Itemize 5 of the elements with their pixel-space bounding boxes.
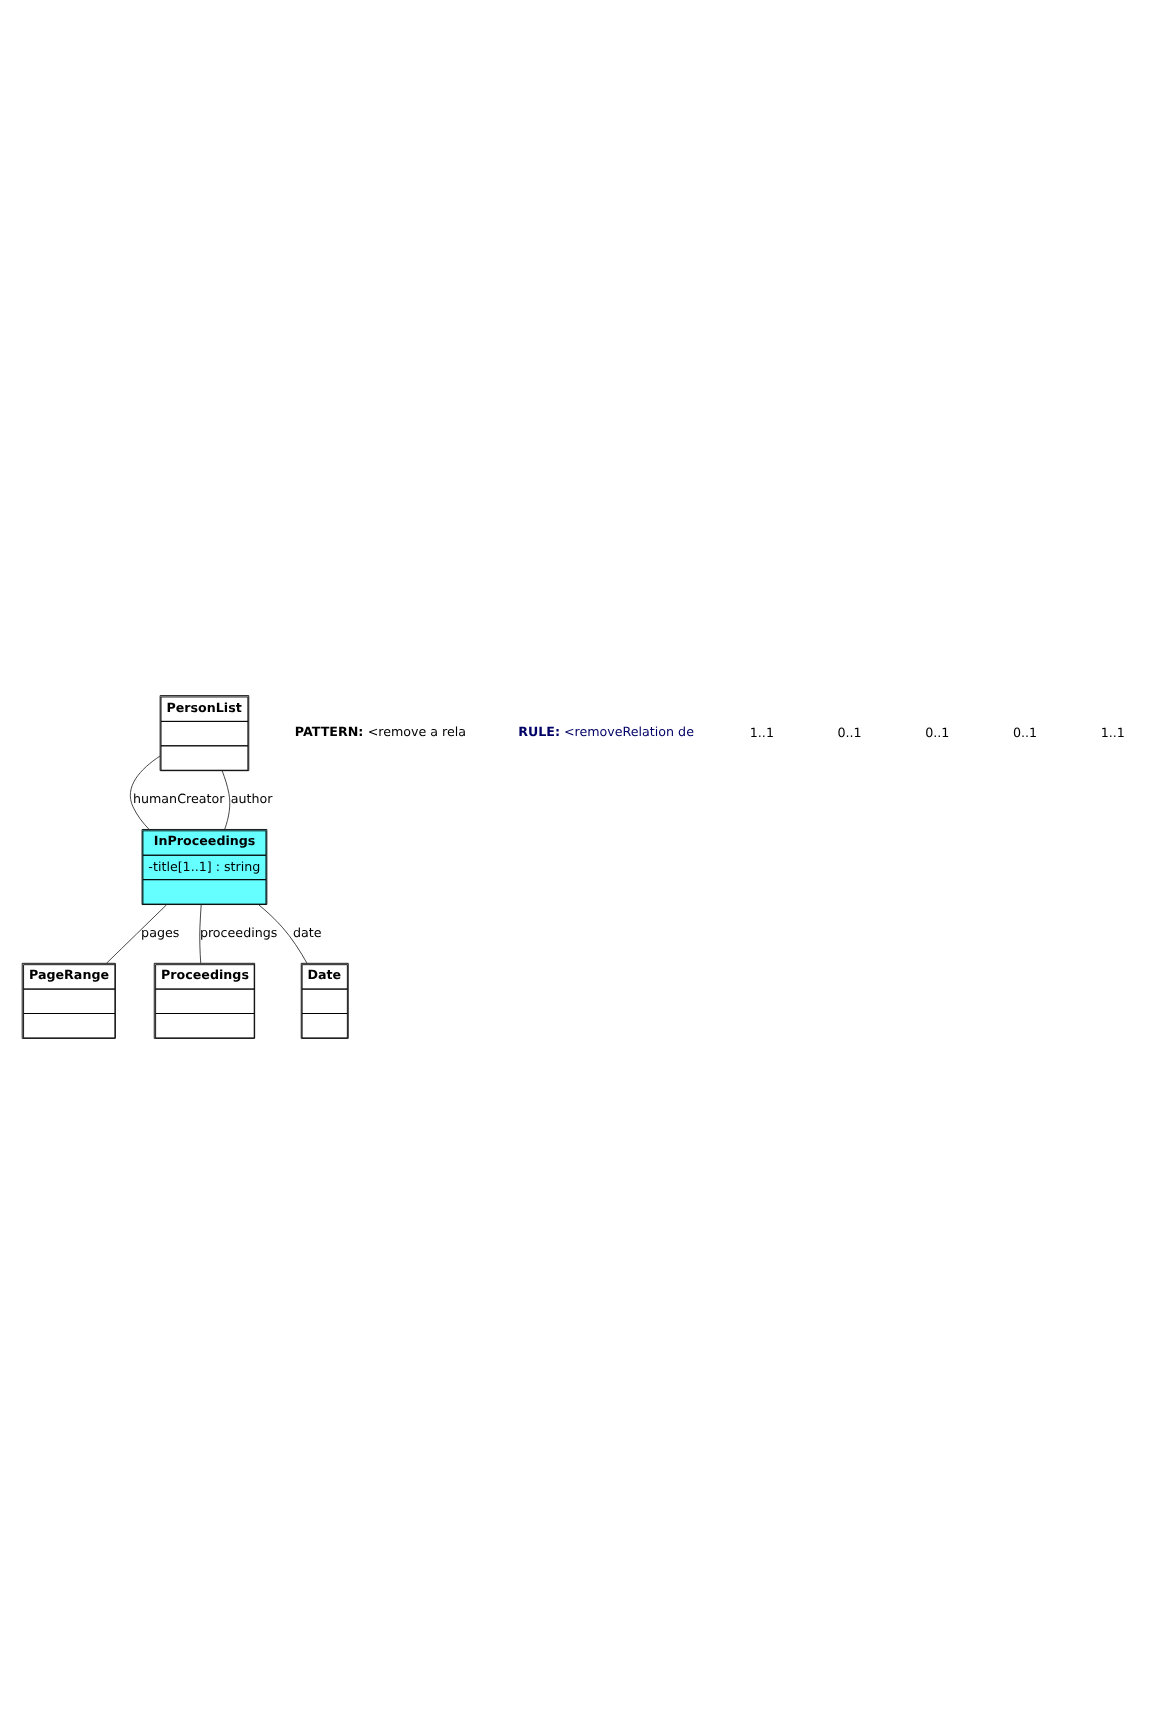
connector [199,903,202,963]
connector [221,769,231,829]
connector [258,903,308,963]
connector [106,903,168,963]
connector [129,754,161,829]
